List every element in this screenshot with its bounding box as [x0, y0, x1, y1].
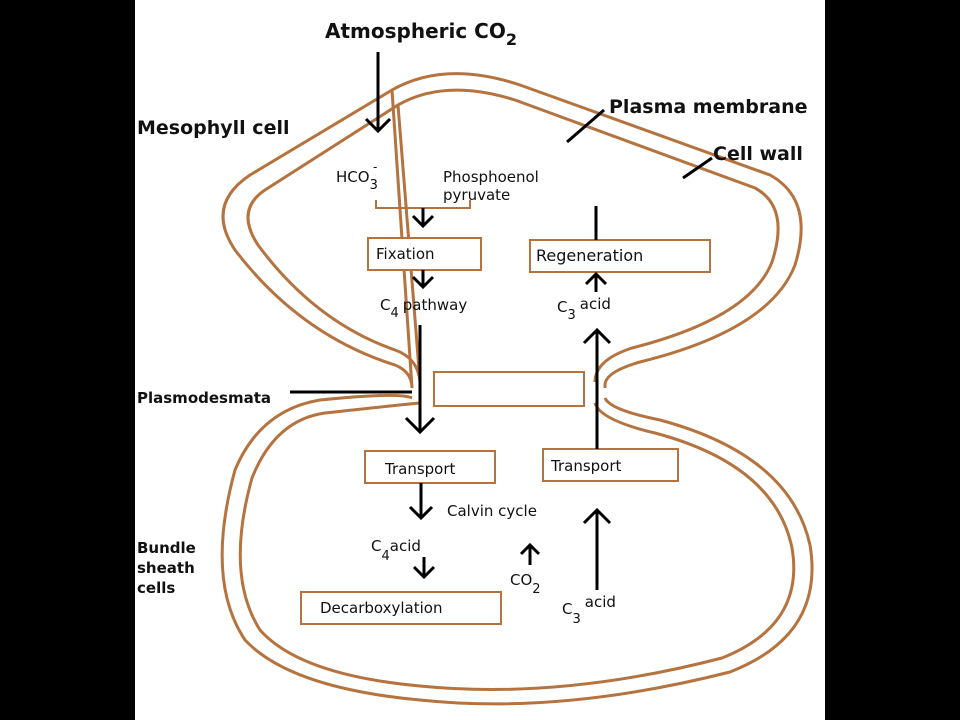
calvin-cycle-label: Calvin cycle [447, 502, 537, 520]
mesophyll-cell-wall-inner [246, 88, 780, 383]
decarboxylation-label: Decarboxylation [320, 599, 442, 617]
c3-acid-bottom-label: C3acid [562, 593, 616, 627]
c4-acid-label: C4acid [371, 537, 421, 564]
c3acid-up-arrow [582, 507, 612, 590]
cell-wall-label: Cell wall [713, 143, 803, 165]
atmospheric-co2-label: Atmospheric CO2 [325, 19, 517, 49]
fixation-box [367, 237, 482, 271]
phosphoenol-label: Phosphoenol [443, 168, 539, 186]
c3-acid-top-label: C3acid [557, 295, 611, 323]
cell-wall-pointer [682, 156, 713, 180]
c4acid-to-decarboxylation-arrow [412, 557, 436, 580]
plasma-membrane-label: Plasma membrane [609, 96, 808, 118]
transport-left-label: Transport [384, 460, 456, 478]
fixation-to-c4-arrow [411, 270, 435, 290]
plasmodesmata-label: Plasmodesmata [137, 389, 271, 407]
transport-to-c4acid-arrow [408, 483, 434, 521]
bundle-sheath-label-line2: sheath [137, 559, 195, 577]
co2-up-arrow [519, 542, 541, 565]
bundle-sheath-label-line1: Bundle [137, 539, 196, 557]
atmospheric-co2-arrow [364, 52, 392, 134]
to-fixation-arrow [411, 208, 435, 229]
bundle-sheath-wall-inner [238, 401, 796, 691]
mesophyll-cell-label: Mesophyll cell [137, 117, 289, 139]
plasmodesmata-channel [433, 371, 585, 407]
decarboxylation-box [300, 591, 502, 625]
regeneration-label: Regeneration [536, 246, 643, 265]
mesophyll-cell-wall-outer [221, 72, 803, 389]
hco3-charge: - [373, 160, 377, 174]
bundle-sheath-label-line3: cells [137, 579, 175, 597]
co2-label: CO2 [510, 571, 541, 597]
transport-left-box [364, 450, 496, 484]
transport-to-c3-arrow [582, 327, 612, 449]
c3-to-regeneration-arrow [584, 271, 608, 292]
hco3-label: HCO3 [336, 168, 378, 193]
c4-to-transport-arrow [404, 325, 436, 435]
regeneration-box [529, 239, 711, 273]
c4-pathway-diagram: Atmospheric CO2 Plasma membrane Mesophyl… [137, 19, 814, 706]
transport-right-label: Transport [550, 457, 622, 475]
diagram-canvas: Atmospheric CO2 Plasma membrane Mesophyl… [135, 0, 825, 720]
transport-right-box [542, 448, 679, 482]
bundle-sheath-wall-outer [220, 393, 814, 706]
fixation-label: Fixation [376, 245, 435, 263]
pyruvate-label: pyruvate [443, 186, 510, 204]
plasma-membrane-pointer [566, 108, 605, 144]
